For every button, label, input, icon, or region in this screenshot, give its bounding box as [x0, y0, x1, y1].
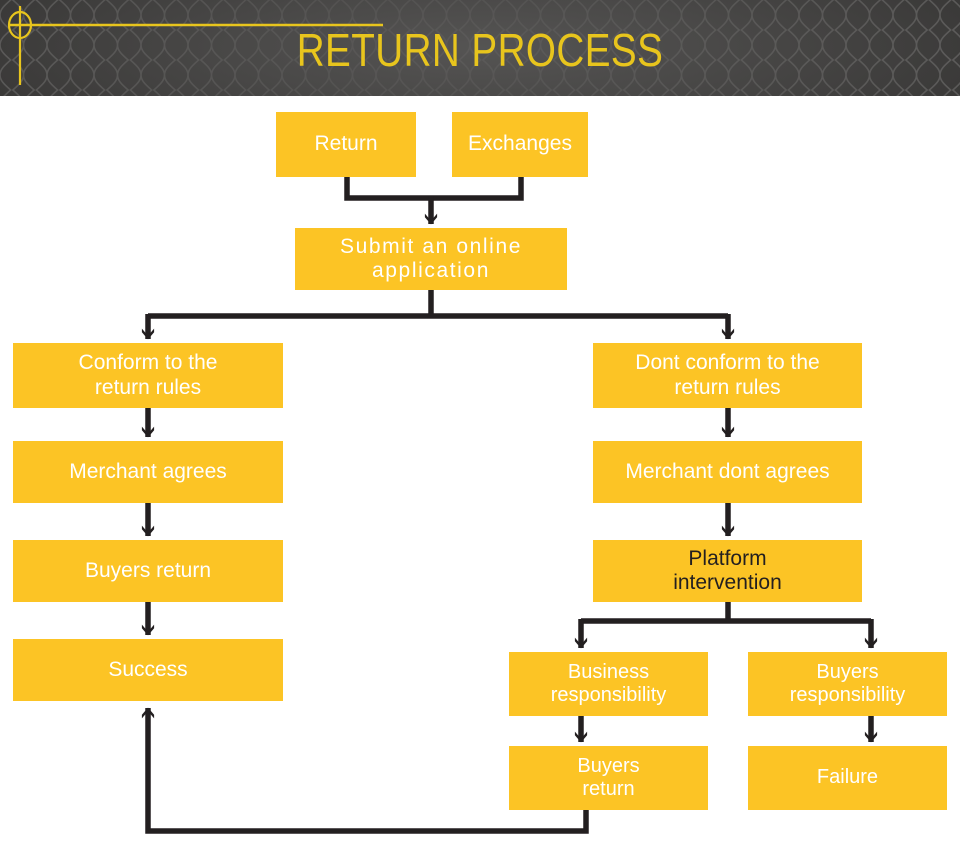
edge-exchanges-to-submit [431, 177, 524, 201]
flow-node-merchant-dont[interactable]: Merchant dont agrees [593, 441, 862, 503]
flow-node-buyers-return-left[interactable]: Buyers return [13, 540, 283, 602]
flow-node-label: Return [314, 132, 378, 156]
header-banner: RETURN PROCESS [0, 0, 960, 96]
edge-return-to-submit [344, 177, 431, 201]
flow-node-label: Merchant agrees [69, 459, 227, 483]
header-decoration [7, 6, 383, 85]
flow-node-success[interactable]: Success [13, 639, 283, 701]
flow-node-merchant-agrees[interactable]: Merchant agrees [13, 441, 283, 503]
flow-node-label: Exchanges [468, 132, 572, 156]
edge-feedback-loop-to-success [141, 707, 589, 834]
flow-node-label: Success [108, 657, 188, 681]
flow-node-label: Failure [816, 766, 879, 789]
flow-node-return[interactable]: Return [276, 112, 416, 177]
flow-node-failure[interactable]: Failure [748, 746, 947, 810]
flow-node-label: Merchant dont agrees [625, 459, 830, 483]
flow-node-label: Buyers return [84, 558, 212, 582]
flow-node-exchanges[interactable]: Exchanges [452, 112, 588, 177]
page-title: RETURN PROCESS [296, 24, 664, 76]
deco-circle-icon [7, 10, 33, 40]
mesh-pattern-background [0, 0, 960, 96]
